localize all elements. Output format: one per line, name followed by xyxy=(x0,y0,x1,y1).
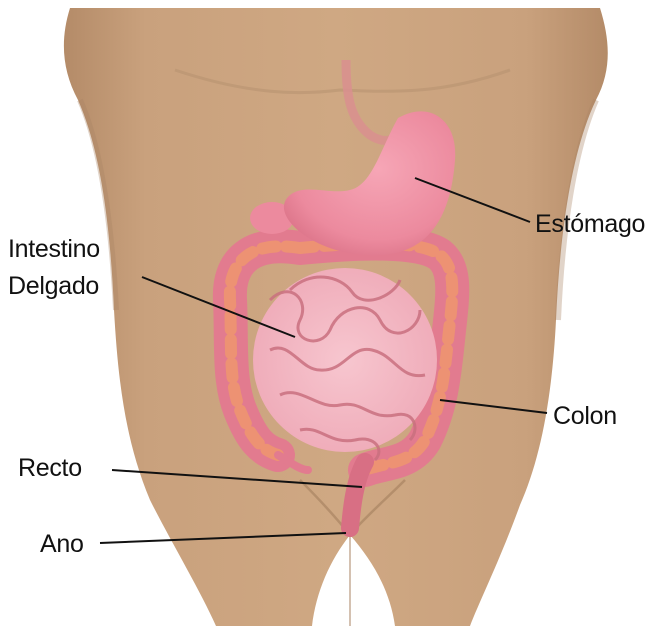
label-stomach: Estómago xyxy=(535,210,645,238)
label-small-intestine-line1: Intestino xyxy=(8,235,100,263)
label-rectum: Recto xyxy=(18,454,82,482)
label-colon: Colon xyxy=(553,402,617,430)
label-small-intestine-line2: Delgado xyxy=(8,272,99,300)
label-anus: Ano xyxy=(40,530,84,558)
